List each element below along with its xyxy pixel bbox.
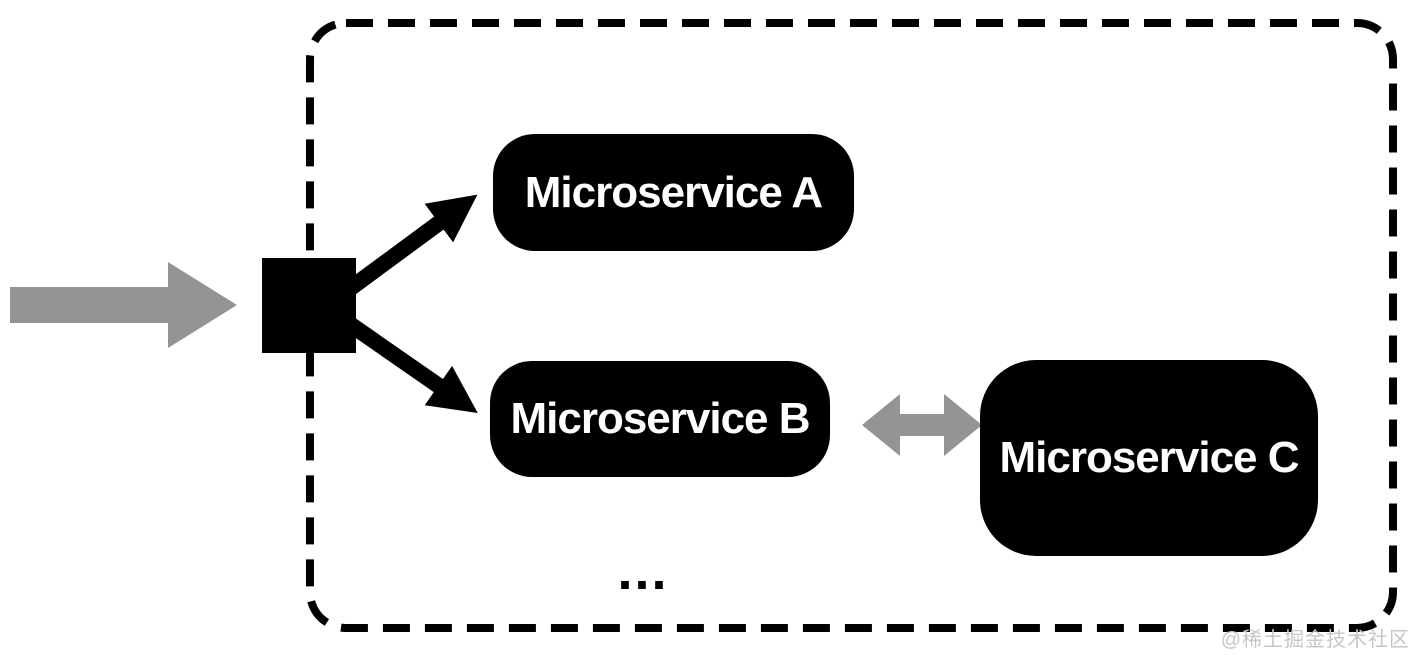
double-arrow-b-c	[862, 394, 982, 456]
ellipsis-more-services: ...	[617, 541, 669, 601]
node-microservice-c: Microservice C	[980, 360, 1318, 556]
node-microservice-b-label: Microservice B	[510, 394, 810, 443]
node-microservice-a: Microservice A	[493, 134, 854, 251]
splitter-node	[262, 258, 356, 353]
inbound-arrow	[10, 262, 237, 348]
arrow-to-microservice-b	[339, 313, 478, 413]
node-microservice-b: Microservice B	[490, 361, 830, 477]
node-microservice-c-label: Microservice C	[999, 433, 1299, 482]
node-microservice-a-label: Microservice A	[524, 167, 823, 217]
arrow-to-microservice-a	[339, 194, 478, 300]
watermark-text: @稀土掘金技术社区	[1220, 629, 1410, 651]
